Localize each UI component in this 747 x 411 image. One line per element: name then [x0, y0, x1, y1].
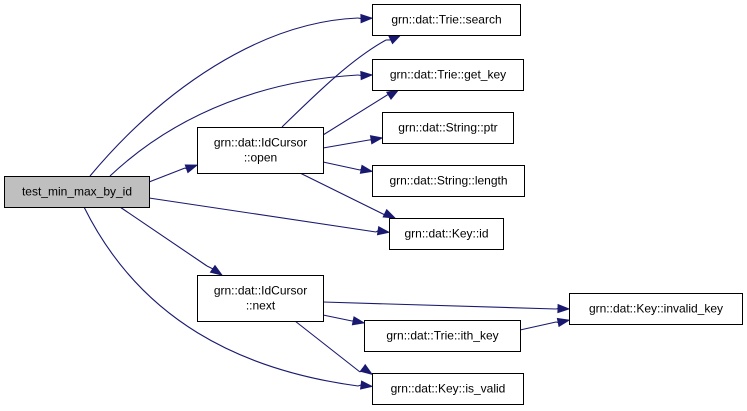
edge-line [322, 301, 557, 310]
arrowhead-icon [359, 164, 374, 174]
node-label: test_min_max_by_id [22, 185, 132, 199]
edge-line [281, 39, 387, 128]
node-box [372, 165, 525, 197]
edge-root-to-key-is-valid [83, 206, 374, 390]
node-box [4, 176, 150, 208]
edge-line [89, 17, 359, 177]
edge-idcursor-next-to-key-invalid-key [322, 301, 571, 314]
arrowhead-icon [556, 317, 571, 328]
node-box [364, 320, 521, 352]
arrowhead-icon [359, 363, 374, 376]
edge-idcursor-next-to-trie-ith-key [322, 314, 366, 326]
arrowhead-icon [376, 226, 391, 236]
arrowhead-icon [382, 208, 397, 219]
edge-root-to-key-id [148, 197, 391, 236]
edge-idcursor-open-to-key-id [299, 172, 397, 219]
node-label: grn::dat::IdCursor [214, 136, 307, 150]
arrowhead-icon [388, 34, 402, 45]
edge-line [83, 206, 359, 387]
edge-line [322, 139, 370, 149]
edge-line [109, 74, 359, 177]
edge-root-to-idcursor-open [148, 164, 199, 183]
edge-line [148, 167, 186, 183]
node-string-ptr[interactable]: grn::dat::String::ptr [382, 112, 514, 144]
node-label: grn::dat::Trie::ith_key [386, 329, 498, 343]
edge-root-to-trie-search [89, 13, 374, 177]
node-string-length[interactable]: grn::dat::String::length [372, 165, 525, 197]
edge-idcursor-open-to-string-ptr [322, 135, 384, 149]
node-label: grn::dat::String::length [389, 174, 507, 188]
edge-line [299, 172, 386, 216]
node-label: grn::dat::Key::id [404, 227, 488, 241]
edge-trie-ith-key-to-key-invalid-key [519, 317, 571, 331]
node-box [372, 4, 521, 36]
node-trie-ith-key[interactable]: grn::dat::Trie::ith_key [364, 320, 521, 352]
node-label: grn::dat::Trie::get_key [390, 68, 506, 82]
arrowhead-icon [385, 89, 400, 100]
node-label: ::open [244, 151, 277, 165]
arrowhead-icon [209, 264, 224, 276]
node-label: grn::dat::Key::invalid_key [589, 302, 723, 316]
edge-line [294, 320, 361, 373]
edge-line [322, 91, 393, 136]
arrowhead-icon [360, 70, 374, 81]
arrowhead-icon [360, 13, 374, 24]
node-label: grn::dat::Trie::search [391, 13, 501, 27]
edge-idcursor-open-to-trie-search [281, 34, 402, 128]
arrowhead-icon [184, 164, 199, 174]
node-key-id[interactable]: grn::dat::Key::id [389, 218, 504, 250]
node-box [197, 127, 324, 174]
edge-line [119, 206, 208, 267]
arrowhead-icon [369, 135, 384, 145]
node-key-invalid-key[interactable]: grn::dat::Key::invalid_key [569, 293, 743, 325]
edge-root-to-idcursor-next [119, 206, 224, 276]
edge-line [322, 161, 361, 171]
node-label: grn::dat::Key::is_valid [391, 382, 506, 396]
node-box [372, 59, 524, 91]
edge-idcursor-open-to-string-length [322, 161, 374, 174]
nodes-layer: test_min_max_by_idgrn::dat::IdCursor::op… [4, 4, 743, 405]
node-box [382, 112, 514, 144]
arrowhead-icon [360, 380, 374, 390]
node-box [389, 218, 504, 250]
node-idcursor-next[interactable]: grn::dat::IdCursor::next [197, 275, 324, 322]
edge-idcursor-next-to-key-is-valid [294, 320, 374, 376]
node-root[interactable]: test_min_max_by_id [4, 176, 150, 208]
node-label: ::next [246, 299, 276, 313]
node-trie-get-key[interactable]: grn::dat::Trie::get_key [372, 59, 524, 91]
edges-layer [83, 13, 571, 390]
node-label: grn::dat::IdCursor [214, 284, 307, 298]
edge-line [519, 321, 557, 331]
node-box [197, 275, 324, 322]
node-idcursor-open[interactable]: grn::dat::IdCursor::open [197, 127, 324, 174]
arrowhead-icon [557, 303, 571, 314]
node-key-is-valid[interactable]: grn::dat::Key::is_valid [372, 373, 524, 405]
edge-line-tail [206, 265, 214, 270]
node-trie-search[interactable]: grn::dat::Trie::search [372, 4, 521, 36]
node-label: grn::dat::String::ptr [398, 121, 497, 135]
edge-root-to-trie-get-key [109, 70, 374, 177]
edge-line [148, 197, 377, 233]
arrowhead-icon [351, 316, 366, 326]
node-box [569, 293, 743, 325]
edge-idcursor-open-to-trie-get-key [322, 89, 400, 136]
edge-line [322, 314, 353, 322]
node-box [372, 373, 524, 405]
